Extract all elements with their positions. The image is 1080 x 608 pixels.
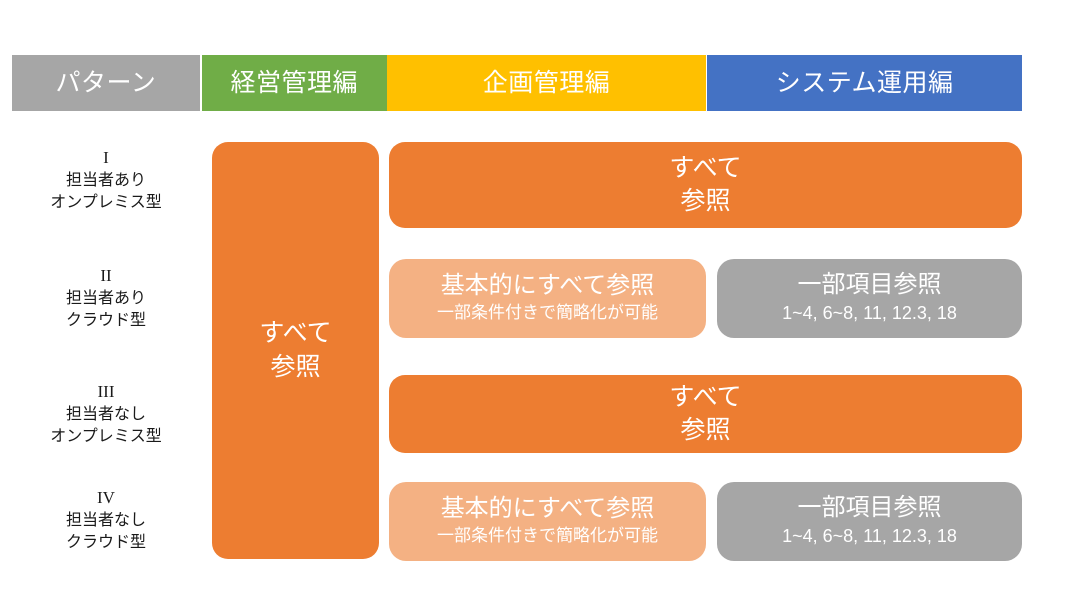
header-label-system-operation: システム運用編 (775, 68, 954, 97)
row-numeral-1: I (103, 147, 109, 167)
row-label-4-line1: 担当者なし (65, 511, 146, 529)
cell-row2-planning-line2: 一部条件付きで簡略化が可能 (437, 303, 658, 323)
matrix-header-row: パターン 経営管理編 企画管理編 システム運用編 (12, 55, 1022, 111)
header-label-planning: 企画管理編 (482, 68, 611, 97)
row-label-pattern-1: I 担当者あり オンプレミス型 (12, 138, 200, 224)
row-label-2-line1: 担当者あり (65, 289, 146, 307)
row-label-3-line1: 担当者なし (65, 405, 146, 423)
row-label-1-line1: 担当者あり (65, 171, 146, 189)
cell-row2-planning-line1: 基本的にすべて参照 (440, 271, 655, 299)
cell-management-line2: 参照 (270, 352, 321, 381)
row-label-1-line2: オンプレミス型 (50, 194, 162, 212)
cell-management-all-rows: すべて 参照 (212, 142, 379, 559)
cell-row4-system-operation: 一部項目参照 1~4, 6~8, 11, 12.3, 18 (717, 482, 1022, 561)
cell-row4-planning-line1: 基本的にすべて参照 (440, 494, 655, 522)
cell-row2-system-line2: 1~4, 6~8, 11, 12.3, 18 (782, 303, 957, 324)
cell-row2-system-operation: 一部項目参照 1~4, 6~8, 11, 12.3, 18 (717, 259, 1022, 338)
row-numeral-4: IV (97, 487, 115, 507)
header-cell-management: 経営管理編 (201, 55, 387, 111)
cell-row1-all-reference: すべて 参照 (389, 142, 1022, 228)
cell-row4-system-line1: 一部項目参照 (797, 494, 942, 522)
row-label-pattern-3: III 担当者なし オンプレミス型 (12, 372, 200, 458)
cell-row4-planning: 基本的にすべて参照 一部条件付きで簡略化が可能 (389, 482, 706, 561)
cell-row2-system-line1: 一部項目参照 (797, 271, 942, 299)
cell-row4-planning-line2: 一部条件付きで簡略化が可能 (437, 526, 658, 546)
cell-row3-line2: 参照 (680, 416, 731, 444)
cell-row3-all-reference: すべて 参照 (389, 375, 1022, 453)
header-cell-planning: 企画管理編 (386, 55, 707, 111)
row-numeral-2: II (100, 265, 112, 285)
row-label-3-line2: オンプレミス型 (50, 428, 162, 446)
header-cell-pattern: パターン (12, 55, 200, 111)
cell-row3-line1: すべて (669, 383, 742, 411)
cell-row4-system-line2: 1~4, 6~8, 11, 12.3, 18 (782, 526, 957, 547)
header-label-pattern: パターン (55, 68, 157, 97)
row-label-pattern-2: II 担当者あり クラウド型 (12, 256, 200, 342)
cell-row1-line2: 参照 (680, 187, 731, 215)
header-cell-system-operation: システム運用編 (707, 55, 1022, 111)
row-label-pattern-4: IV 担当者なし クラウド型 (12, 478, 200, 564)
row-numeral-3: III (97, 381, 115, 401)
cell-row1-line1: すべて (669, 154, 742, 182)
cell-row2-planning: 基本的にすべて参照 一部条件付きで簡略化が可能 (389, 259, 706, 338)
header-label-management: 経営管理編 (230, 68, 358, 97)
row-label-2-line2: クラウド型 (65, 312, 146, 330)
cell-management-line1: すべて (259, 318, 332, 347)
row-label-4-line2: クラウド型 (65, 534, 146, 552)
